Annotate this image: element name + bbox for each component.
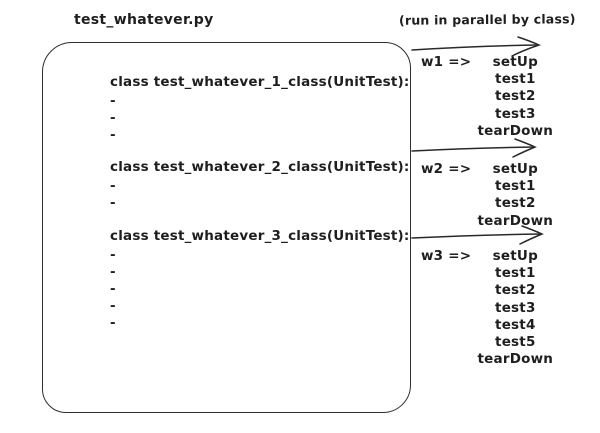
code-line-placeholder: - [110, 247, 116, 263]
code-line-placeholder: - [110, 127, 116, 143]
test-file-box [42, 42, 411, 413]
worker-step: test1 [495, 265, 536, 282]
worker-step: setUp [492, 161, 538, 177]
arrow-operator: => [448, 54, 472, 70]
worker-step: setUp [492, 248, 538, 264]
worker-group: w1 => setUp test1 test2 test3 tearDown [421, 54, 553, 140]
arrow-operator: => [448, 161, 472, 177]
worker-step: test1 [495, 178, 536, 195]
code-line-placeholder: - [110, 315, 116, 331]
worker-step: setUp [492, 54, 538, 70]
worker-step: test5 [495, 333, 536, 350]
arrow-operator: => [448, 248, 472, 264]
code-line-placeholder: - [110, 298, 116, 314]
worker-step: test1 [495, 71, 536, 88]
worker-step: test4 [495, 316, 536, 333]
worker-steps: setUp test1 test2 tearDown [477, 161, 553, 230]
code-line-placeholder: - [110, 178, 116, 194]
class-declaration: class test_whatever_3_class(UnitTest): [110, 228, 410, 244]
code-line-placeholder: - [110, 110, 116, 126]
worker-head: w2 => [421, 161, 471, 178]
worker-head: w3 => [421, 248, 471, 265]
worker-label: w1 [421, 54, 444, 70]
class-block: class test_whatever_3_class(UnitTest): -… [110, 227, 410, 332]
parallel-note: (run in parallel by class) [398, 11, 576, 28]
class-declaration: class test_whatever_2_class(UnitTest): [110, 159, 410, 175]
class-block: class test_whatever_1_class(UnitTest): -… [110, 73, 410, 144]
code-line-placeholder: - [110, 93, 116, 109]
worker-label: w3 [421, 248, 444, 264]
worker-step: test2 [495, 282, 536, 299]
parallel-run-arrow-icon [411, 138, 537, 158]
worker-steps: setUp test1 test2 test3 test4 test5 tear… [477, 248, 553, 368]
worker-steps: setUp test1 test2 test3 tearDown [477, 54, 553, 140]
code-line-placeholder: - [110, 281, 116, 297]
class-block: class test_whatever_2_class(UnitTest): -… [110, 158, 410, 212]
worker-step: tearDown [477, 122, 554, 139]
class-declaration: class test_whatever_1_class(UnitTest): [110, 74, 410, 90]
worker-step: test2 [495, 195, 536, 212]
worker-step: tearDown [477, 351, 554, 368]
file-title: test_whatever.py [74, 12, 214, 28]
worker-step: test2 [495, 88, 536, 105]
worker-step: tearDown [477, 212, 554, 229]
worker-step: test3 [495, 299, 536, 316]
worker-label: w2 [421, 161, 444, 177]
worker-step: test3 [495, 105, 536, 122]
code-line-placeholder: - [110, 264, 116, 280]
worker-group: w2 => setUp test1 test2 tearDown [421, 161, 553, 230]
worker-group: w3 => setUp test1 test2 test3 test4 test… [421, 248, 553, 368]
code-line-placeholder: - [110, 195, 116, 211]
worker-head: w1 => [421, 54, 471, 71]
